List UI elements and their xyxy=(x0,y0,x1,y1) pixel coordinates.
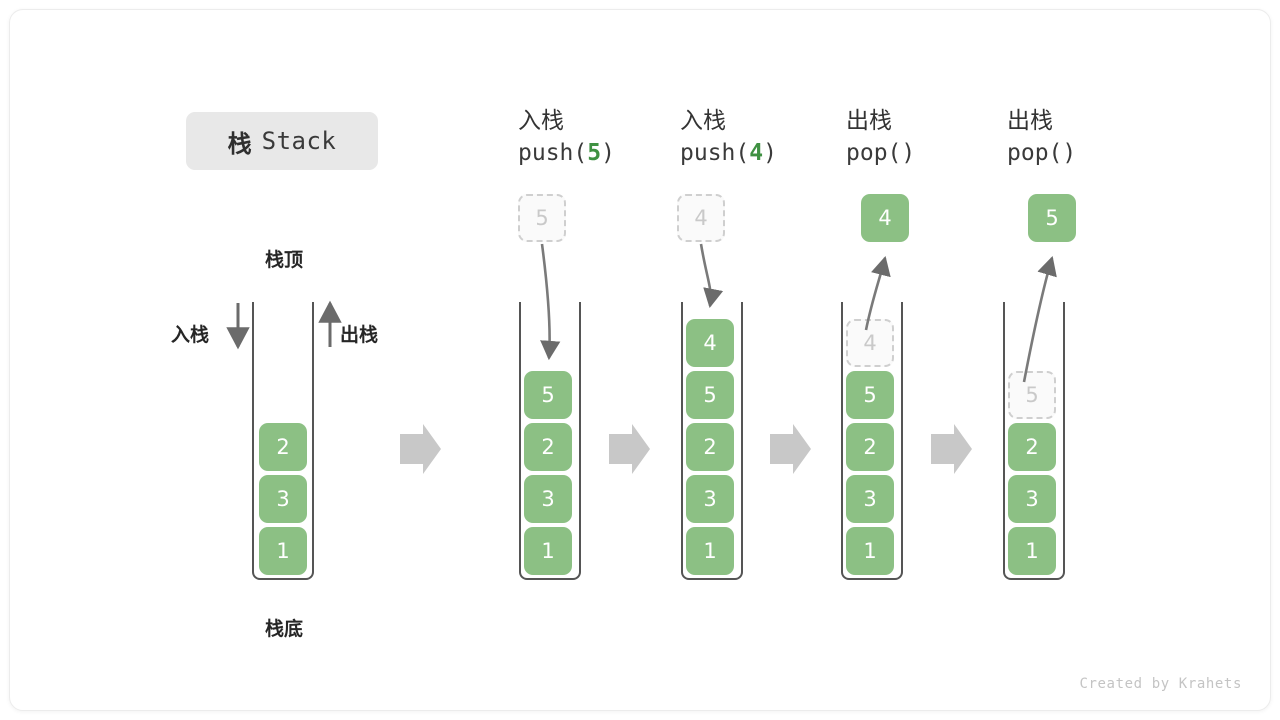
op-suffix: ) xyxy=(901,140,916,166)
op-arg: 5 xyxy=(587,140,602,166)
stack-cell: 1 xyxy=(686,527,734,575)
title-chinese: 栈 xyxy=(227,129,252,158)
step-header-op: push(4) xyxy=(680,136,840,170)
stack-cell-ghost: 4 xyxy=(846,319,894,367)
stack-container-push-4 xyxy=(681,302,743,580)
step-header-cn: 出栈 xyxy=(1007,108,1053,134)
stack-cell-ghost: 5 xyxy=(1008,371,1056,419)
stack-bottom-label: 栈底 xyxy=(264,618,303,640)
title-english: Stack xyxy=(261,127,337,155)
stack-cell: 2 xyxy=(259,423,307,471)
title-badge: 栈 Stack xyxy=(186,112,378,170)
stack-cell: 3 xyxy=(524,475,572,523)
step-header-op: pop() xyxy=(846,136,1006,170)
step-header-pop-5: 出栈 pop() xyxy=(1007,106,1167,170)
stack-cell: 3 xyxy=(1008,475,1056,523)
stack-container-base xyxy=(252,302,314,580)
step-header-pop-4: 出栈 pop() xyxy=(846,106,1006,170)
stack-cell: 1 xyxy=(259,527,307,575)
op-suffix: ) xyxy=(1062,140,1077,166)
stack-cell: 2 xyxy=(1008,423,1056,471)
op-prefix: push( xyxy=(680,140,750,166)
pop-direction-label: 出栈 xyxy=(340,324,379,346)
floating-cell-ghost: 4 xyxy=(677,194,725,242)
stack-cell: 4 xyxy=(686,319,734,367)
step-header-cn: 出栈 xyxy=(846,108,892,134)
stack-cell: 5 xyxy=(686,371,734,419)
floating-cell-popped: 4 xyxy=(861,194,909,242)
step-header-push-4: 入栈 push(4) xyxy=(680,106,840,170)
stack-cell: 1 xyxy=(846,527,894,575)
credit-text: Created by Krahets xyxy=(1079,676,1242,692)
stack-cell: 5 xyxy=(524,371,572,419)
stack-cell: 1 xyxy=(524,527,572,575)
stack-cell: 3 xyxy=(686,475,734,523)
stack-cell: 3 xyxy=(259,475,307,523)
stack-cell: 2 xyxy=(846,423,894,471)
op-arg: 4 xyxy=(749,140,764,166)
stack-cell: 2 xyxy=(524,423,572,471)
step-header-op: push(5) xyxy=(518,136,678,170)
op-prefix: push( xyxy=(518,140,588,166)
stack-container-pop-4 xyxy=(841,302,903,580)
stack-top-label: 栈顶 xyxy=(264,249,303,271)
step-header-cn: 入栈 xyxy=(518,108,564,134)
stack-cell: 3 xyxy=(846,475,894,523)
op-suffix: ) xyxy=(601,140,615,166)
stack-cell: 5 xyxy=(846,371,894,419)
push-direction-label: 入栈 xyxy=(171,324,210,346)
op-suffix: ) xyxy=(763,140,777,166)
stack-cell: 2 xyxy=(686,423,734,471)
floating-cell-popped: 5 xyxy=(1028,194,1076,242)
op-prefix: pop( xyxy=(1007,140,1063,166)
op-prefix: pop( xyxy=(846,140,902,166)
step-header-op: pop() xyxy=(1007,136,1167,170)
stack-cell: 1 xyxy=(1008,527,1056,575)
step-header-cn: 入栈 xyxy=(680,108,726,134)
step-header-push-5: 入栈 push(5) xyxy=(518,106,678,170)
stack-container-push-5 xyxy=(519,302,581,580)
floating-cell-ghost: 5 xyxy=(518,194,566,242)
stack-container-pop-5 xyxy=(1003,302,1065,580)
